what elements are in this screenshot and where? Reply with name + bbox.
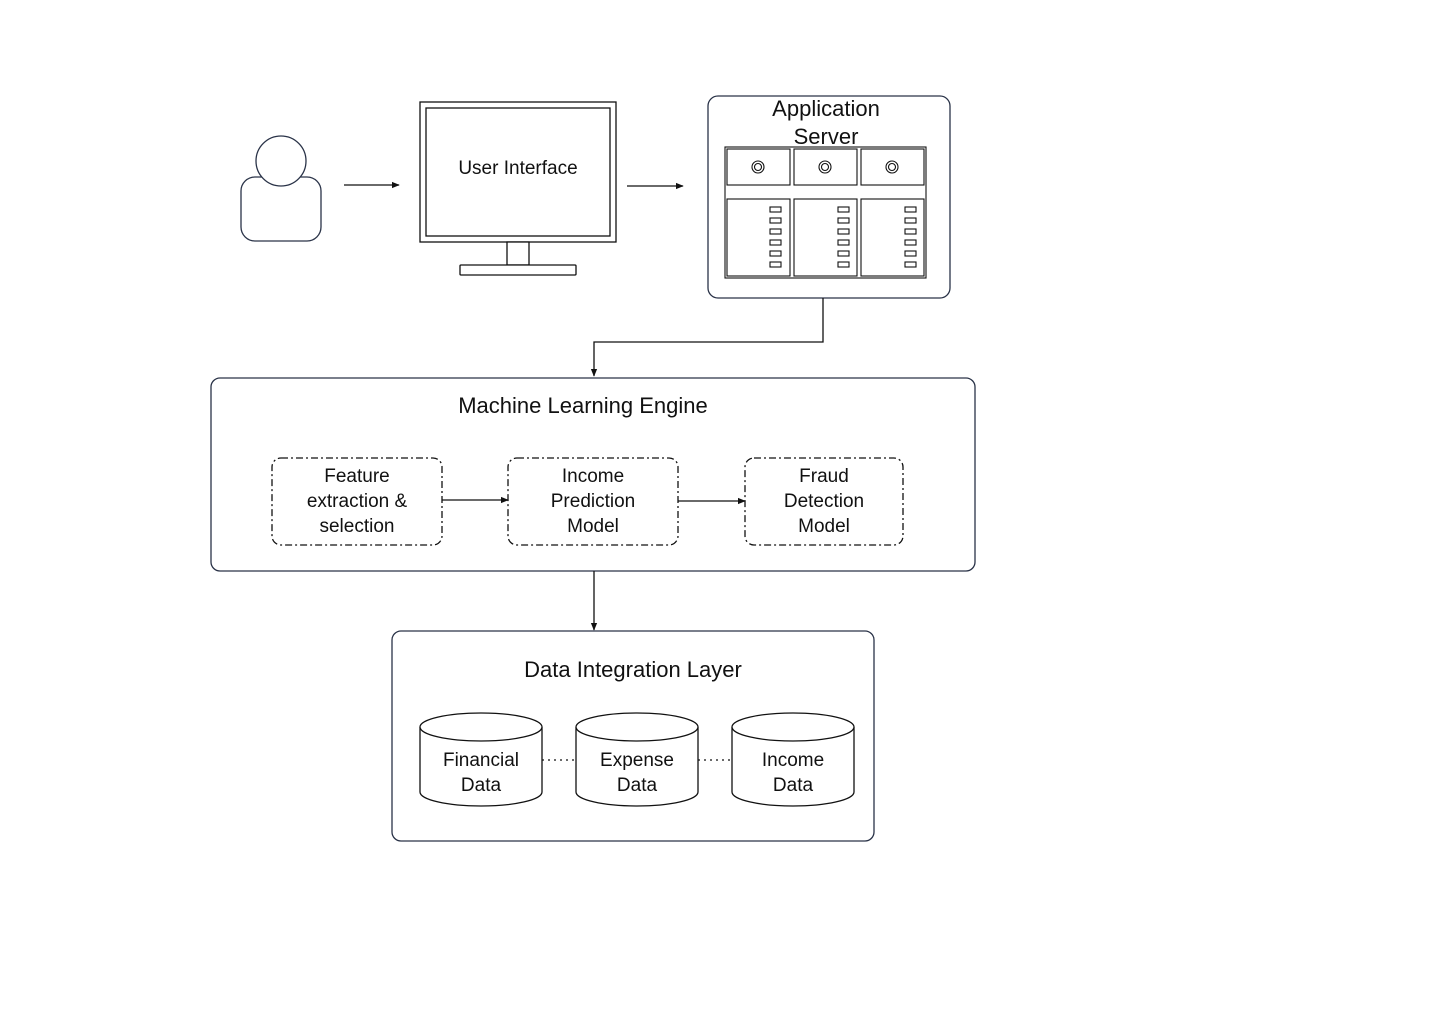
monitor-icon <box>419 101 617 276</box>
store-income-label: Income Data <box>761 750 825 796</box>
database-icon <box>731 712 855 807</box>
data-layer-title: Data Integration Layer <box>524 656 742 682</box>
server-rack-icon <box>724 146 927 279</box>
store-financial-label: Financial Data <box>442 750 520 796</box>
user-interface-label: User Interface <box>458 157 578 179</box>
ml-step-feature-label: Feature extraction & selection <box>306 466 408 537</box>
ml-step-income-label: Income Prediction Model <box>550 466 636 537</box>
ml-step-fraud-label: Fraud Detection Model <box>783 466 865 537</box>
ml-step-feature-box <box>271 457 443 546</box>
database-icon <box>419 712 543 807</box>
arrow-server-to-ml <box>590 298 824 377</box>
store-expense-label: Expense Data <box>600 750 674 796</box>
user-icon <box>240 135 322 242</box>
app-server-label: Application Server <box>772 96 880 149</box>
ml-engine-title: Machine Learning Engine <box>458 392 708 418</box>
database-icon <box>575 712 699 807</box>
